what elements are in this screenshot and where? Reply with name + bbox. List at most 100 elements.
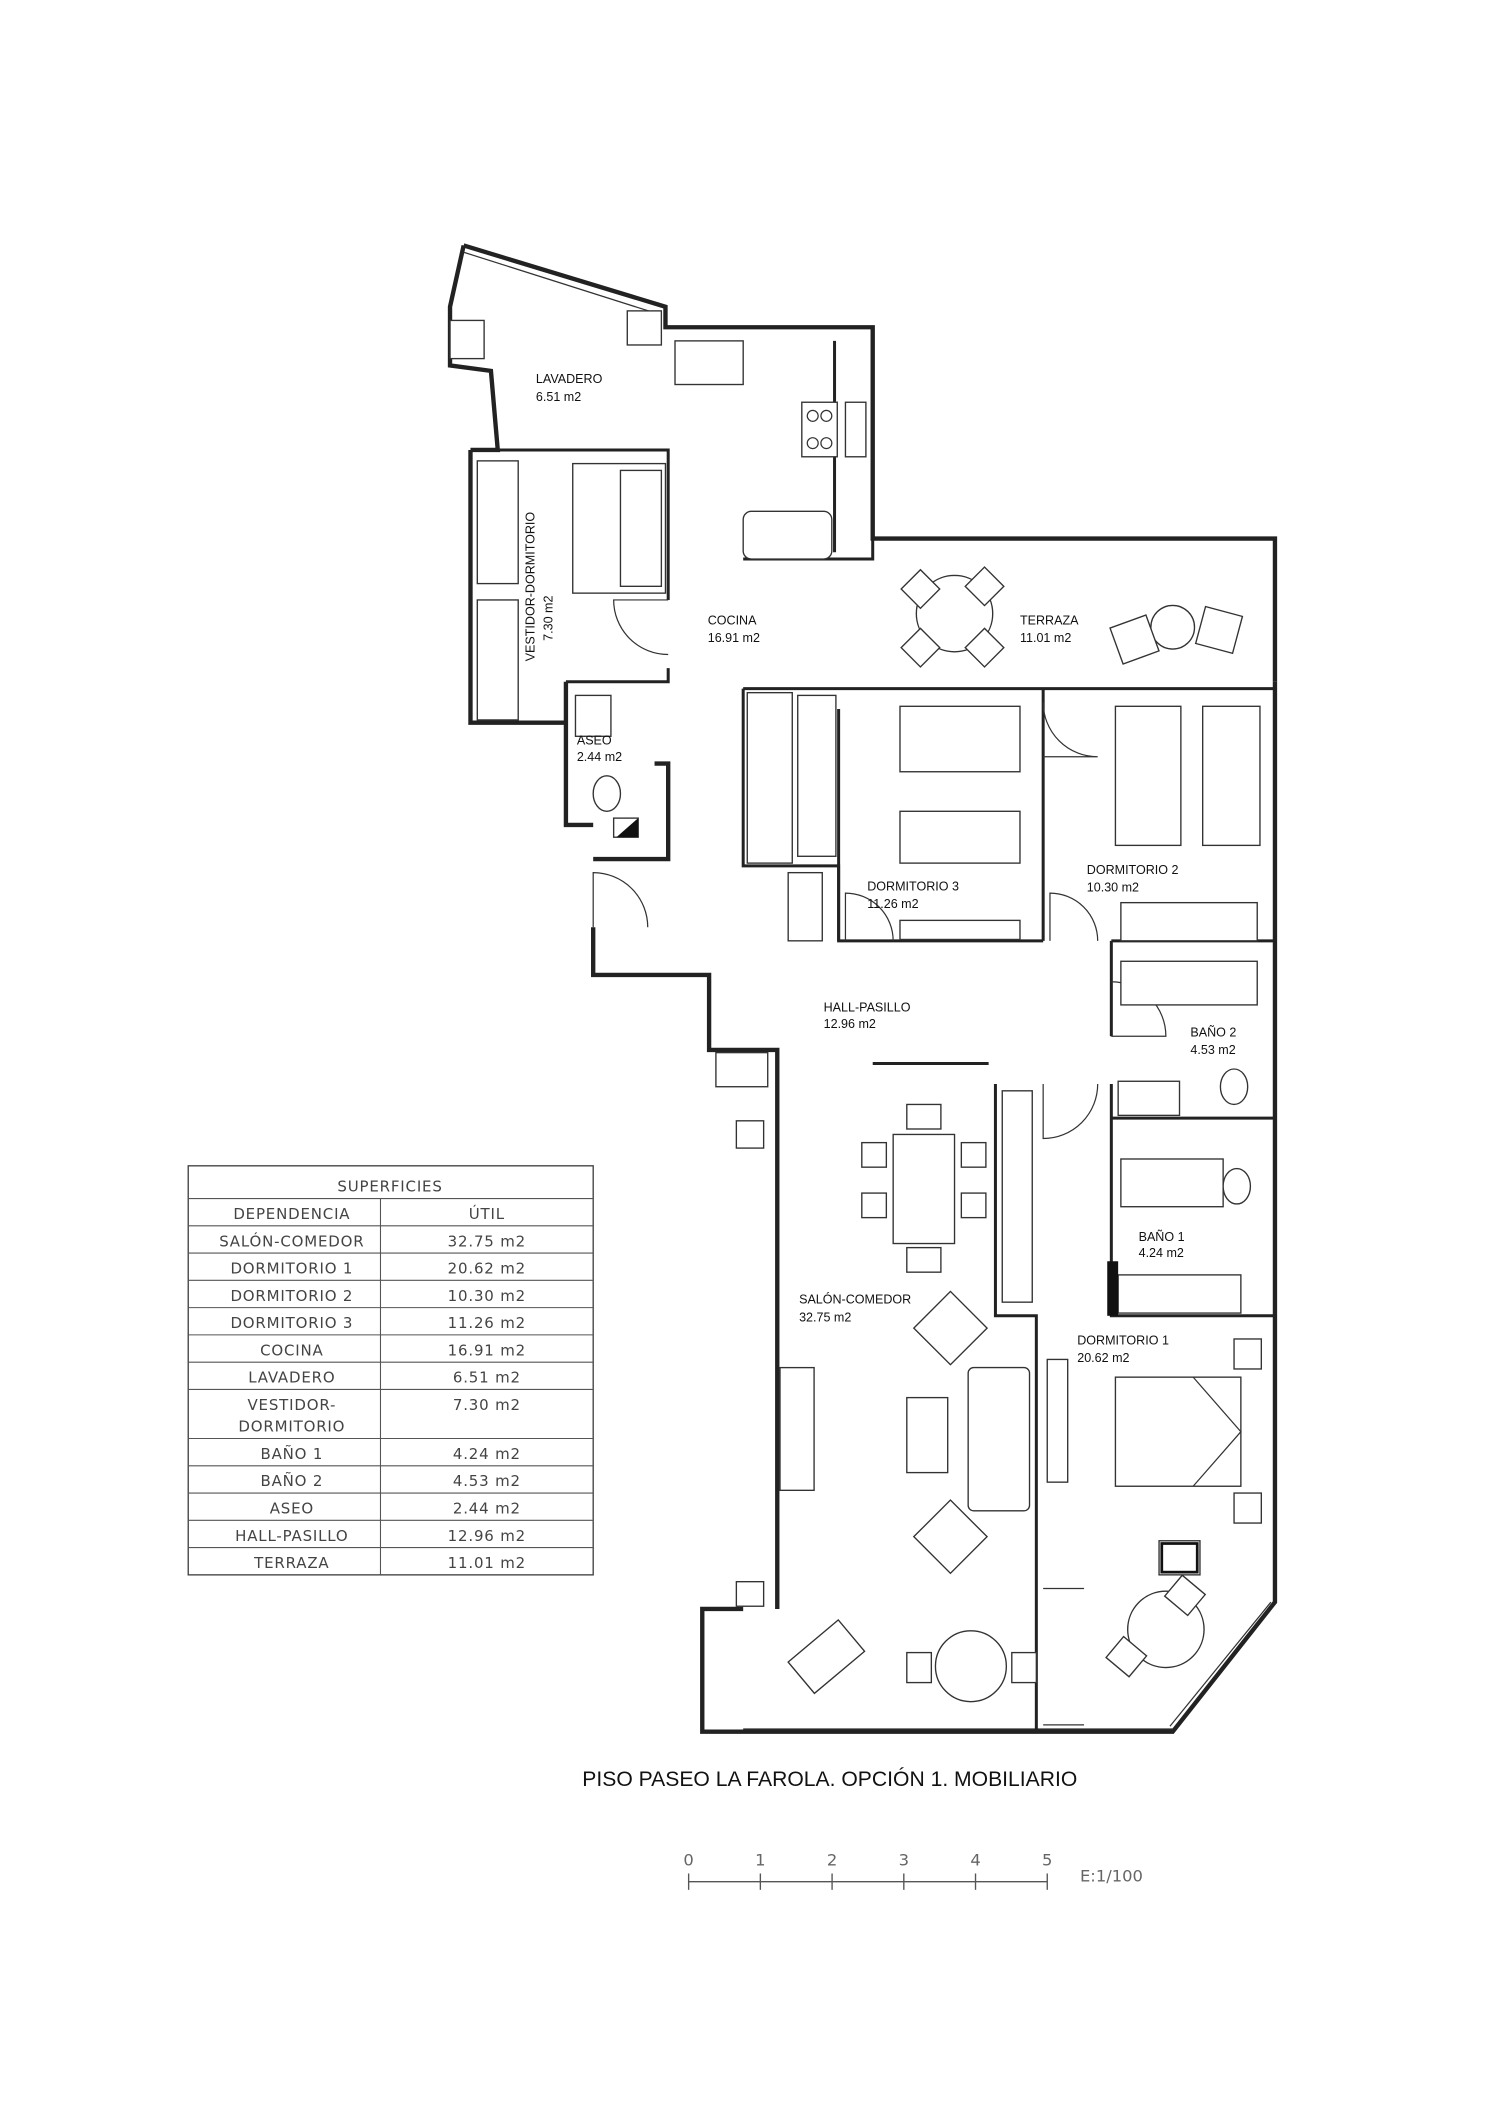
plan-mark — [563, 681, 594, 828]
table-cell-dependencia: VESTIDOR- — [247, 1396, 336, 1414]
wardrobe — [476, 460, 519, 585]
room-area-dormitorio3: 11.26 m2 — [867, 897, 918, 911]
table-cell-util: 16.91 m2 — [448, 1341, 526, 1359]
table-cell-util: 11.01 m2 — [448, 1554, 526, 1572]
cooktop — [801, 401, 838, 458]
room-area-cocina: 16.91 m2 — [708, 631, 760, 645]
wardrobe — [797, 694, 837, 857]
plan-mark — [1107, 1261, 1119, 1316]
door-arc — [844, 892, 894, 941]
bed — [899, 705, 1021, 773]
round-table — [934, 1630, 1008, 1703]
plan-mark — [820, 409, 833, 422]
door-arc — [1049, 892, 1099, 941]
plan-mark — [1109, 614, 1160, 665]
table-cell-util: 11.26 m2 — [448, 1314, 526, 1332]
room-name-dormitorio2: DORMITORIO 2 — [1087, 863, 1179, 877]
plan-mark — [591, 927, 780, 1609]
toilet — [1222, 1167, 1252, 1205]
table-title: SUPERFICIES — [337, 1178, 442, 1196]
toilet — [1219, 1068, 1249, 1106]
door-arc — [613, 599, 669, 656]
plan-title: PISO PASEO LA FAROLA. OPCIÓN 1. MOBILIAR… — [582, 1768, 1077, 1791]
scale-tick-label: 2 — [827, 1850, 837, 1869]
desk — [787, 1619, 866, 1695]
double-bed — [1114, 1376, 1242, 1487]
plan-mark — [735, 1120, 765, 1149]
plan-mark — [993, 1083, 1038, 1732]
scale-tick-label: 4 — [970, 1850, 980, 1869]
ottoman — [1158, 1540, 1201, 1576]
plan-mark — [1169, 1601, 1272, 1727]
room-area-dormitorio1: 20.62 m2 — [1077, 1351, 1129, 1365]
washer — [449, 319, 485, 360]
plan-mark — [700, 681, 1278, 1734]
dining-table — [892, 1133, 956, 1245]
cabinet — [715, 1051, 769, 1088]
plan-mark — [463, 251, 662, 316]
plan-mark — [960, 1141, 987, 1168]
table-cell-util: 12.96 m2 — [448, 1527, 526, 1545]
kitchen-sink — [674, 340, 744, 386]
plan-mark — [964, 566, 1005, 607]
plan-mark — [468, 449, 566, 725]
plan-mark — [735, 1581, 765, 1607]
table-cell-dependencia: BAÑO 1 — [260, 1444, 323, 1463]
scale-tick-label: 1 — [755, 1850, 765, 1869]
bed — [1202, 705, 1261, 847]
table-cell-dependencia: DORMITORIO 1 — [230, 1260, 353, 1278]
tv-unit — [1046, 1358, 1069, 1483]
room-area-lavadero: 6.51 m2 — [536, 390, 581, 404]
plan-mark — [861, 1141, 888, 1168]
armchair — [912, 1290, 989, 1366]
plan-mark — [447, 244, 501, 453]
scale-label: E:1/100 — [1080, 1867, 1143, 1886]
table-cell-dependencia: ASEO — [270, 1500, 314, 1518]
exterior-walls — [447, 243, 1278, 1734]
shower — [1120, 1158, 1224, 1208]
table-cell-dependencia-line2: DORMITORIO — [238, 1418, 345, 1436]
plan-mark — [900, 627, 941, 668]
plan-mark — [837, 709, 1044, 943]
plan-mark — [806, 437, 819, 450]
door-arc — [1042, 702, 1098, 758]
table-cell-dependencia: BAÑO 2 — [260, 1471, 323, 1490]
furniture — [449, 310, 1263, 1726]
table-cell-dependencia: DORMITORIO 2 — [230, 1287, 353, 1305]
plan-mark — [1150, 604, 1196, 650]
dryer — [626, 310, 663, 346]
table-cell-dependencia: LAVADERO — [248, 1369, 335, 1387]
shower — [1120, 960, 1258, 1006]
plan-mark — [861, 1192, 888, 1219]
plan-mark — [1194, 605, 1244, 655]
plan-mark — [619, 469, 663, 587]
plan-mark — [1163, 1574, 1207, 1617]
plan-mark — [463, 243, 1278, 682]
room-name-aseo: ASEO — [577, 733, 612, 747]
armchair — [912, 1499, 989, 1575]
room-name-dormitorio1: DORMITORIO 1 — [1077, 1333, 1169, 1347]
room-name-salon: SALÓN-COMEDOR — [799, 1292, 911, 1307]
plan-mark — [1011, 1651, 1038, 1684]
coffee-table — [906, 1396, 949, 1474]
table-cell-dependencia: COCINA — [260, 1341, 324, 1359]
fridge — [844, 401, 867, 458]
washbasin — [1117, 1080, 1181, 1117]
doors — [592, 599, 1167, 1140]
room-name-vestidor: VESTIDOR-DORMITORIO — [524, 512, 538, 662]
room-area-bano1: 4.24 m2 — [1139, 1246, 1184, 1260]
door-arc — [592, 872, 649, 928]
door-arc — [1042, 1083, 1099, 1140]
room-name-bano2: BAÑO 2 — [1190, 1025, 1236, 1039]
double-washbasin — [1117, 1274, 1242, 1314]
plan-mark — [900, 568, 941, 610]
scale-tick-label: 0 — [683, 1850, 693, 1869]
table-cell-dependencia: TERRAZA — [253, 1554, 329, 1572]
washbasin — [574, 694, 612, 737]
table-cell-util: 32.75 m2 — [448, 1232, 526, 1250]
sofa — [967, 1366, 1031, 1512]
plan-mark — [906, 1651, 933, 1684]
scale-tick-label: 5 — [1042, 1850, 1052, 1869]
